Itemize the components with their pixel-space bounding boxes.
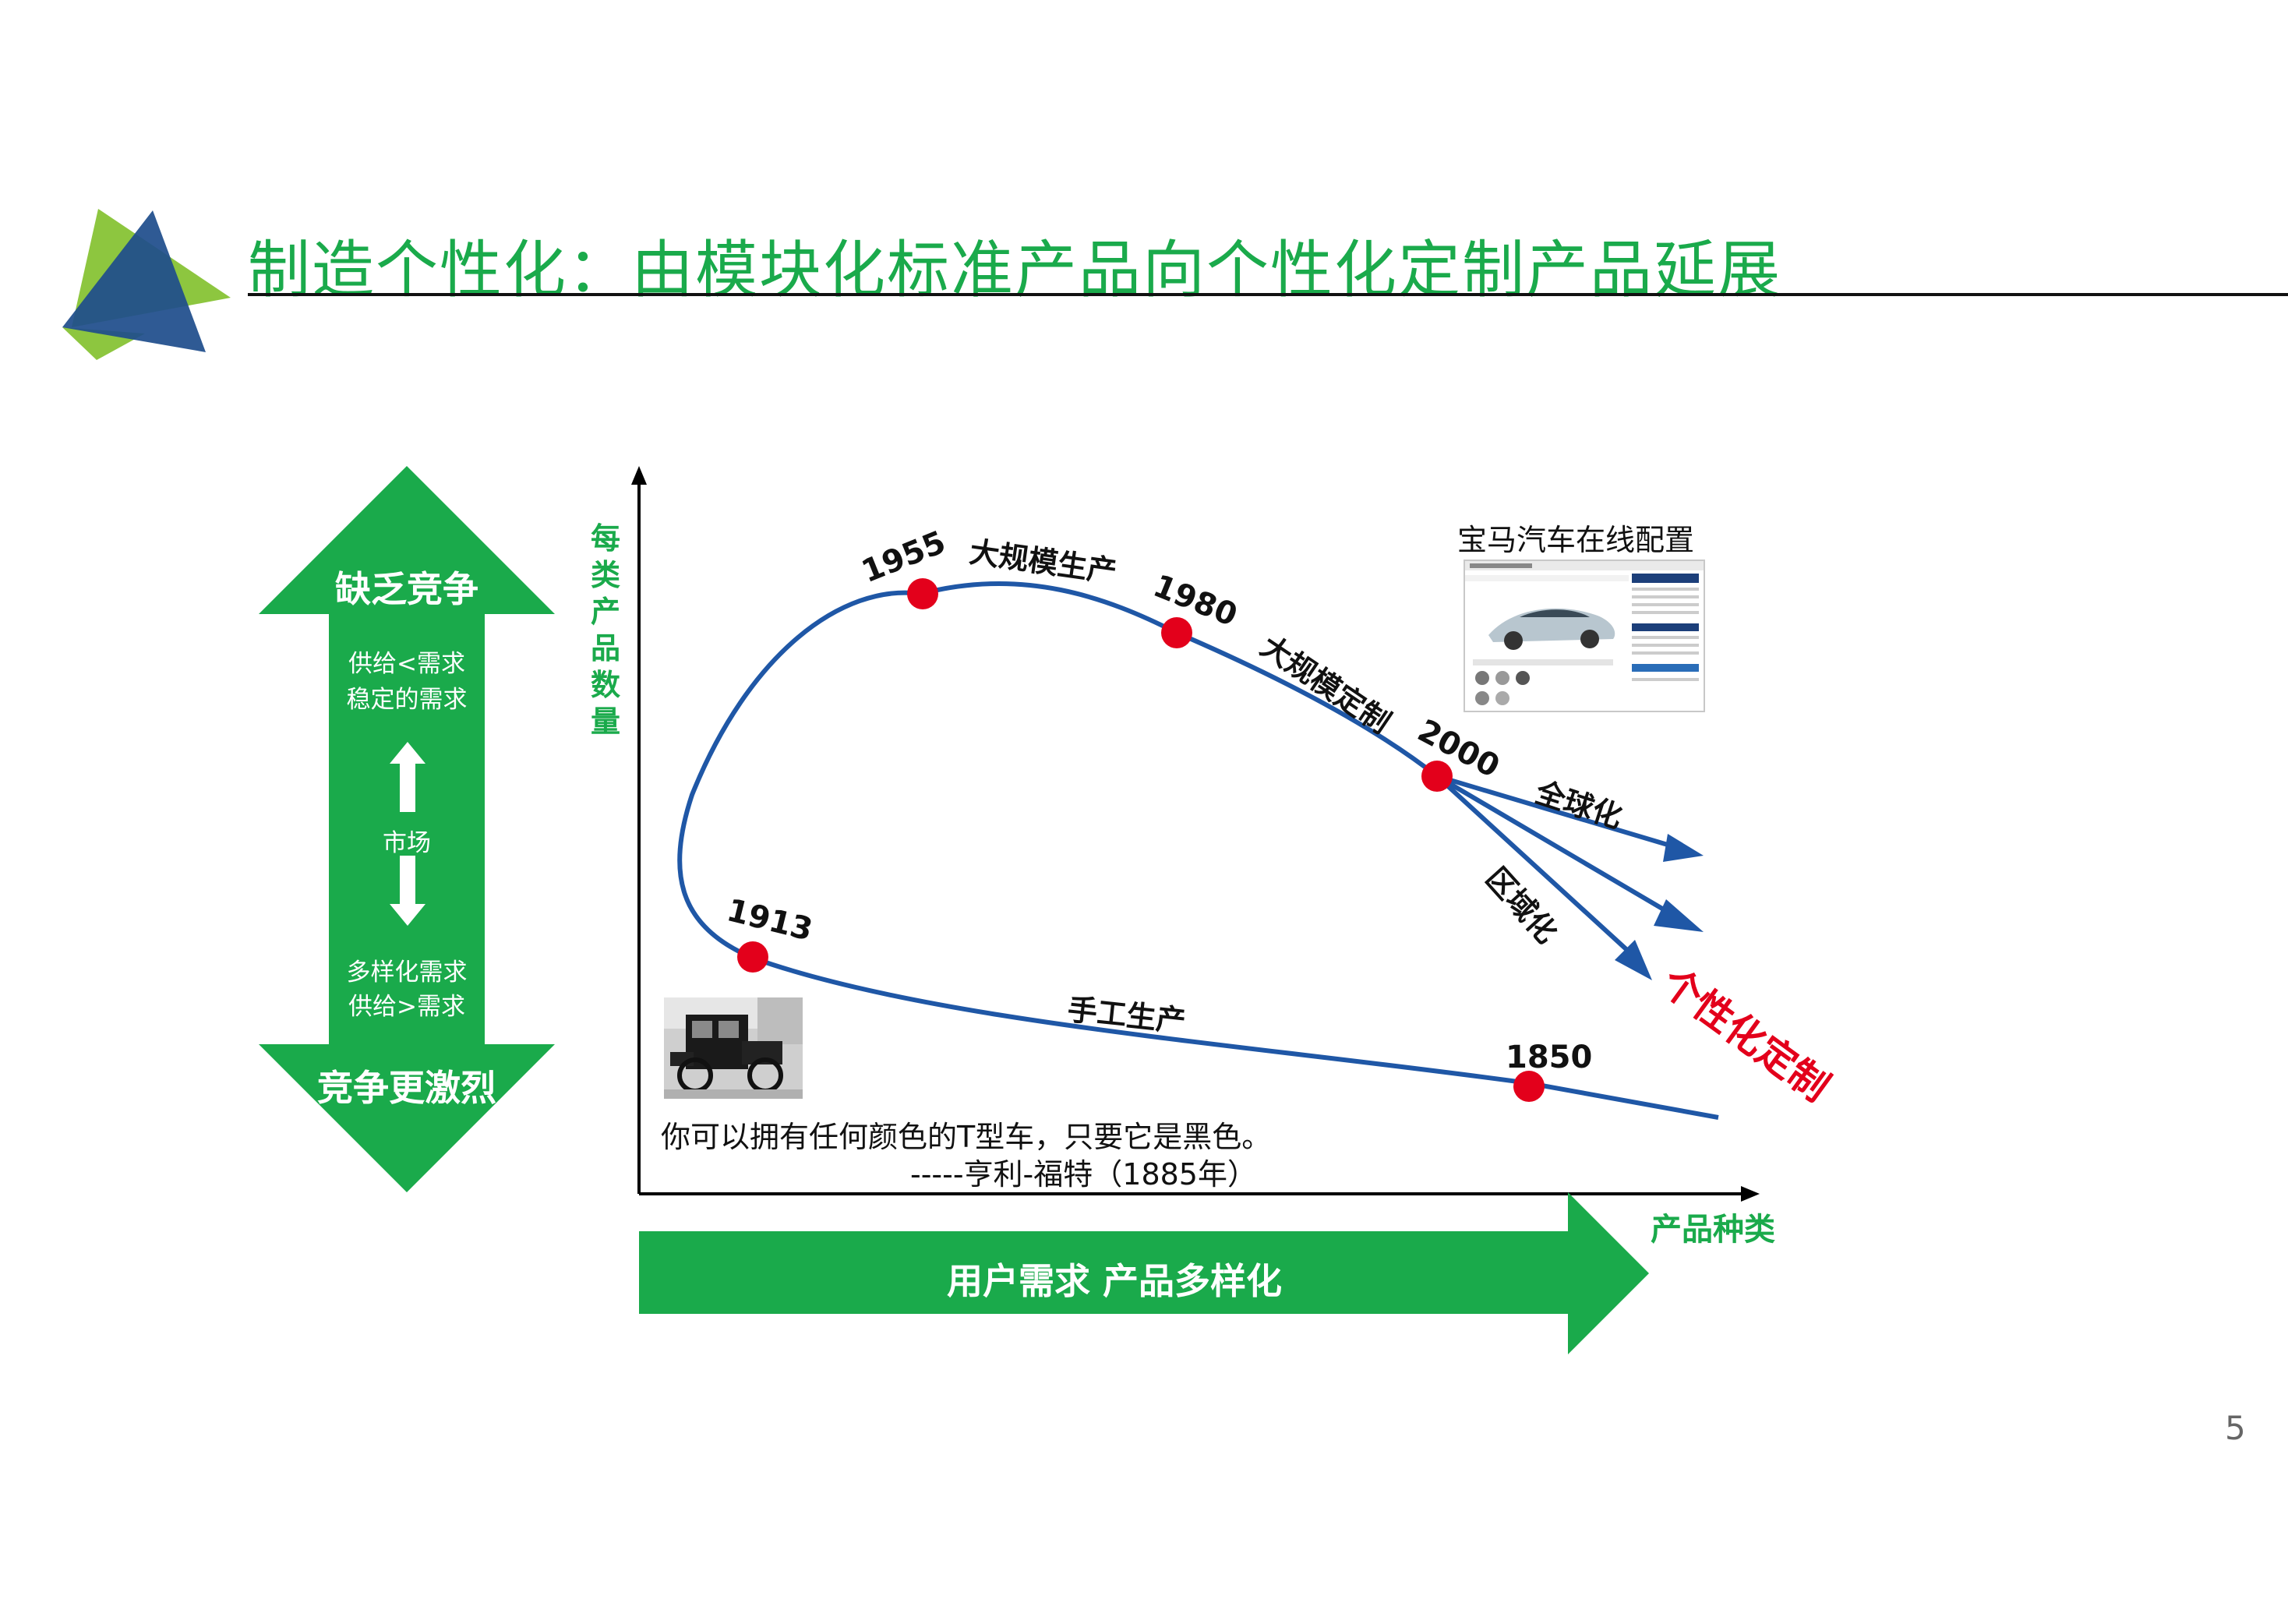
y-axis-label: 每 类 产 品 数 量	[590, 521, 620, 739]
year-1850-label: 1850	[1506, 1040, 1593, 1075]
ford-model-t-photo	[664, 997, 803, 1099]
diverse-demand-label: 多样化需求	[346, 959, 468, 987]
user-demand-label: 用户需求 产品多样化	[946, 1260, 1282, 1302]
title-divider	[248, 293, 2288, 296]
point-1955	[907, 578, 938, 609]
ford-quote: 你可以拥有任何颜色的T型车，只要它是黑色。	[661, 1120, 1272, 1154]
bmw-caption: 宝马汽车在线配置	[1457, 523, 1695, 557]
supply-lt-demand-label: 供给<需求	[348, 650, 465, 678]
down-arrow-icon	[390, 856, 425, 926]
up-arrow-icon	[390, 742, 425, 812]
point-2000	[1421, 761, 1453, 792]
supply-gt-demand-label: 供给>需求	[348, 993, 465, 1021]
logo-icon	[62, 209, 231, 360]
lack-competition-label: 缺乏竞争	[335, 568, 478, 610]
point-1850	[1513, 1071, 1545, 1102]
market-double-arrow	[259, 466, 555, 1192]
x-axis-label: 产品种类	[1651, 1212, 1775, 1248]
ford-quote-attribution: -----亨利-福特（1885年）	[910, 1157, 1257, 1192]
bmw-configurator-screenshot	[1464, 560, 1705, 712]
market-label: 市场	[383, 829, 431, 857]
user-demand-arrow	[639, 1192, 1649, 1354]
stable-demand-label: 稳定的需求	[346, 686, 468, 714]
point-1980	[1161, 617, 1192, 648]
page-number: 5	[2225, 1409, 2246, 1447]
fiercer-competition-label: 竞争更激烈	[317, 1067, 496, 1109]
point-1913	[737, 941, 768, 973]
